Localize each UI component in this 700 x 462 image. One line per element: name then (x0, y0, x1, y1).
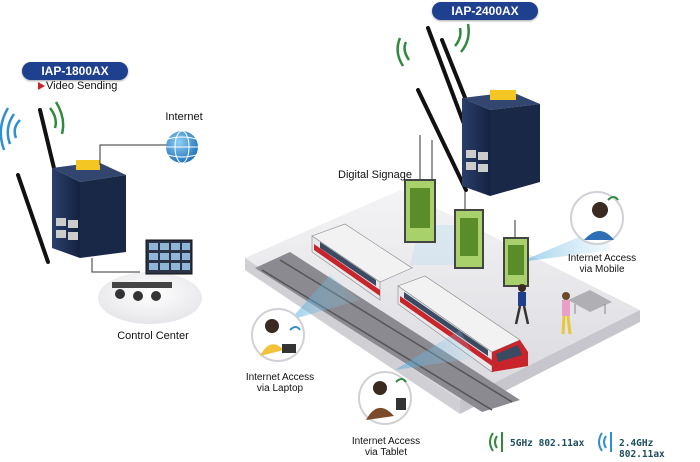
legend-5ghz-icon (489, 432, 503, 452)
legend-24ghz-icon (598, 432, 612, 452)
mobile-access-line2: via Mobile (579, 264, 625, 275)
laptop-access-line2: via Laptop (256, 383, 304, 394)
play-marker-icon (38, 82, 45, 90)
network-links (91, 144, 168, 273)
mobile-access-line1: Internet Access (567, 253, 637, 264)
wifi-24ghz-icon (0, 107, 21, 151)
video-sending-label: Video Sending (46, 80, 118, 92)
control-center-label: Control Center (117, 330, 189, 342)
wifi-5ghz-icon (49, 23, 470, 135)
digital-signage-panels (404, 135, 529, 287)
pedestrian-standing (561, 292, 572, 335)
pedestrian-walking (514, 284, 530, 325)
globe-icon (166, 130, 198, 164)
legend-5ghz-label: 5GHz 802.11ax (510, 438, 585, 449)
tablet-access-label: Internet Access via Tablet (344, 436, 428, 458)
laptop-access-line1: Internet Access (245, 372, 315, 383)
tablet-access-line2: via Tablet (364, 447, 408, 458)
mobile-access-label: Internet Access via Mobile (560, 253, 644, 275)
iap-1800ax-device (52, 160, 126, 258)
internet-label: Internet (165, 111, 203, 123)
control-center-room (98, 239, 202, 324)
laptop-access-label: Internet Access via Laptop (238, 372, 322, 394)
tablet-access-line1: Internet Access (351, 436, 421, 447)
iap-2400ax-device (462, 90, 540, 196)
platform-bench (568, 290, 612, 314)
mobile-user-avatar (570, 191, 624, 245)
laptop-user-avatar (251, 308, 305, 362)
legend-24ghz-label: 2.4GHz 802.11ax (619, 438, 665, 460)
iap-1800ax-badge: IAP-1800AX (22, 62, 128, 80)
digital-signage-label: Digital Signage (338, 169, 412, 181)
tablet-user-avatar (358, 371, 412, 425)
iap-2400ax-badge: IAP-2400AX (432, 2, 538, 20)
